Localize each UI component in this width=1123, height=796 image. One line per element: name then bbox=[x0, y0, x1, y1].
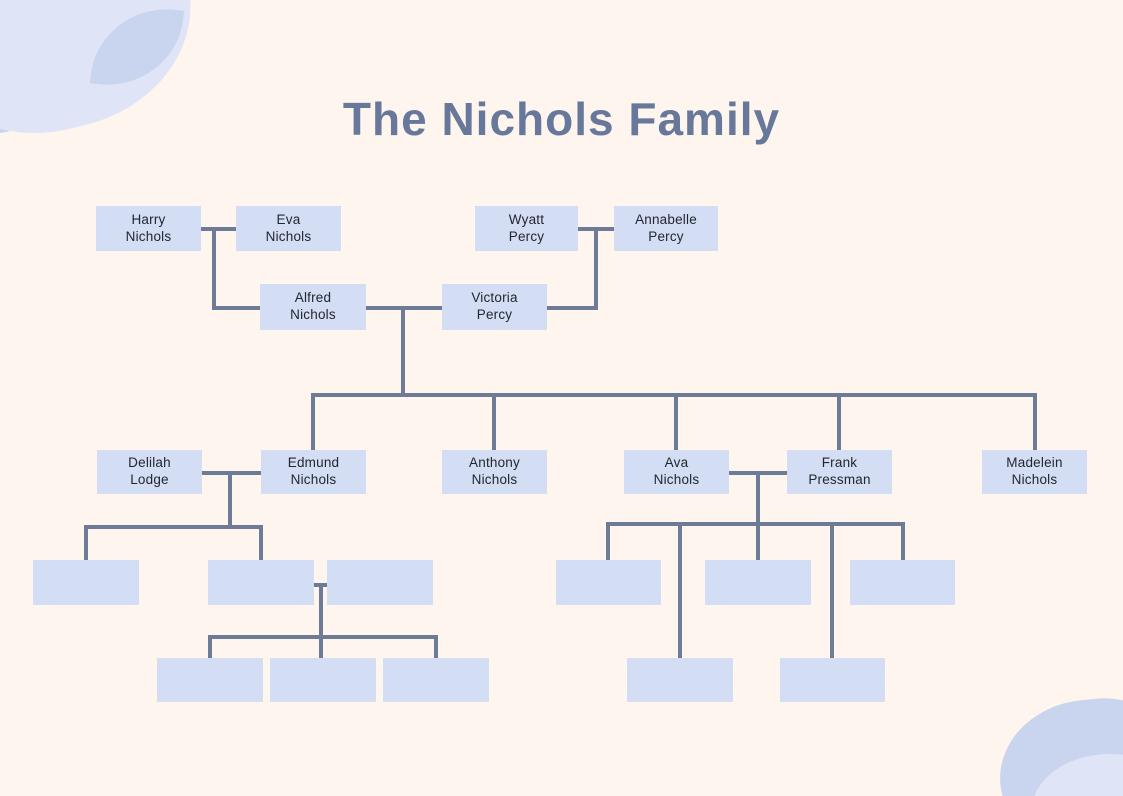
empty-person-box-right-child-5[interactable] bbox=[780, 658, 885, 702]
bus-drop-right-child-3 bbox=[901, 522, 905, 563]
empty-person-box-right-child-2[interactable] bbox=[705, 560, 811, 605]
empty-person-box-left-grandchild-2[interactable] bbox=[270, 658, 376, 702]
person-box-victoria-percy[interactable]: Victoria Percy bbox=[442, 284, 547, 330]
empty-person-box-left-grandchild-3[interactable] bbox=[383, 658, 489, 702]
empty-person-box-left-grandchild-1[interactable] bbox=[157, 658, 263, 702]
bus-drop-left-grandchild-1 bbox=[208, 635, 212, 661]
children-bus-right bbox=[606, 522, 905, 526]
person-box-annabelle-percy[interactable]: Annabelle Percy bbox=[614, 206, 718, 251]
drop-harry-eva bbox=[212, 227, 216, 310]
empty-person-box-right-child-3[interactable] bbox=[850, 560, 955, 605]
empty-person-box-left-child-2-spouse[interactable] bbox=[327, 560, 433, 605]
elbow-to-victoria bbox=[545, 306, 598, 310]
empty-person-box-right-child-1[interactable] bbox=[556, 560, 661, 605]
empty-person-box-left-child-1[interactable] bbox=[33, 560, 139, 605]
drop-alfred-victoria-to-children bbox=[401, 306, 405, 397]
bus-drop-right-child-4-long bbox=[678, 522, 682, 661]
person-box-eva-nichols[interactable]: Eva Nichols bbox=[236, 206, 341, 251]
bus-drop-left-child-1 bbox=[84, 525, 88, 563]
person-box-harry-nichols[interactable]: Harry Nichols bbox=[96, 206, 201, 251]
drop-ava-frank-to-children bbox=[756, 471, 760, 563]
couple-connector-harry-eva bbox=[199, 227, 238, 231]
grandchildren-bus-left bbox=[208, 635, 438, 639]
bus-drop-anthony bbox=[492, 393, 496, 453]
person-box-madelein-nichols[interactable]: Madelein Nichols bbox=[982, 450, 1087, 494]
bus-drop-right-child-5-long bbox=[830, 522, 834, 661]
page-title: The Nichols Family bbox=[342, 93, 781, 145]
drop-wyatt-annabelle bbox=[594, 227, 598, 310]
bus-drop-left-child-2 bbox=[259, 525, 263, 563]
bus-drop-ava bbox=[674, 393, 678, 453]
person-box-delilah-lodge[interactable]: Delilah Lodge bbox=[97, 450, 202, 494]
person-box-wyatt-percy[interactable]: Wyatt Percy bbox=[475, 206, 578, 251]
person-box-anthony-nichols[interactable]: Anthony Nichols bbox=[442, 450, 547, 494]
bus-drop-edmund bbox=[311, 393, 315, 453]
empty-person-box-right-child-4[interactable] bbox=[627, 658, 733, 702]
elbow-to-alfred bbox=[212, 306, 262, 310]
person-box-frank-pressman[interactable]: Frank Pressman bbox=[787, 450, 892, 494]
bus-drop-madelein bbox=[1033, 393, 1037, 453]
children-bus-left bbox=[84, 525, 263, 529]
bus-drop-right-child-1 bbox=[606, 522, 610, 563]
drop-left-gen4-to-children bbox=[319, 583, 323, 661]
person-box-edmund-nichols[interactable]: Edmund Nichols bbox=[261, 450, 366, 494]
person-box-alfred-nichols[interactable]: Alfred Nichols bbox=[260, 284, 366, 330]
person-box-ava-nichols[interactable]: Ava Nichols bbox=[624, 450, 729, 494]
bus-drop-frank bbox=[837, 393, 841, 453]
drop-delilah-edmund-to-children bbox=[228, 471, 232, 529]
empty-person-box-left-child-2[interactable] bbox=[208, 560, 314, 605]
bus-drop-left-grandchild-3 bbox=[434, 635, 438, 661]
